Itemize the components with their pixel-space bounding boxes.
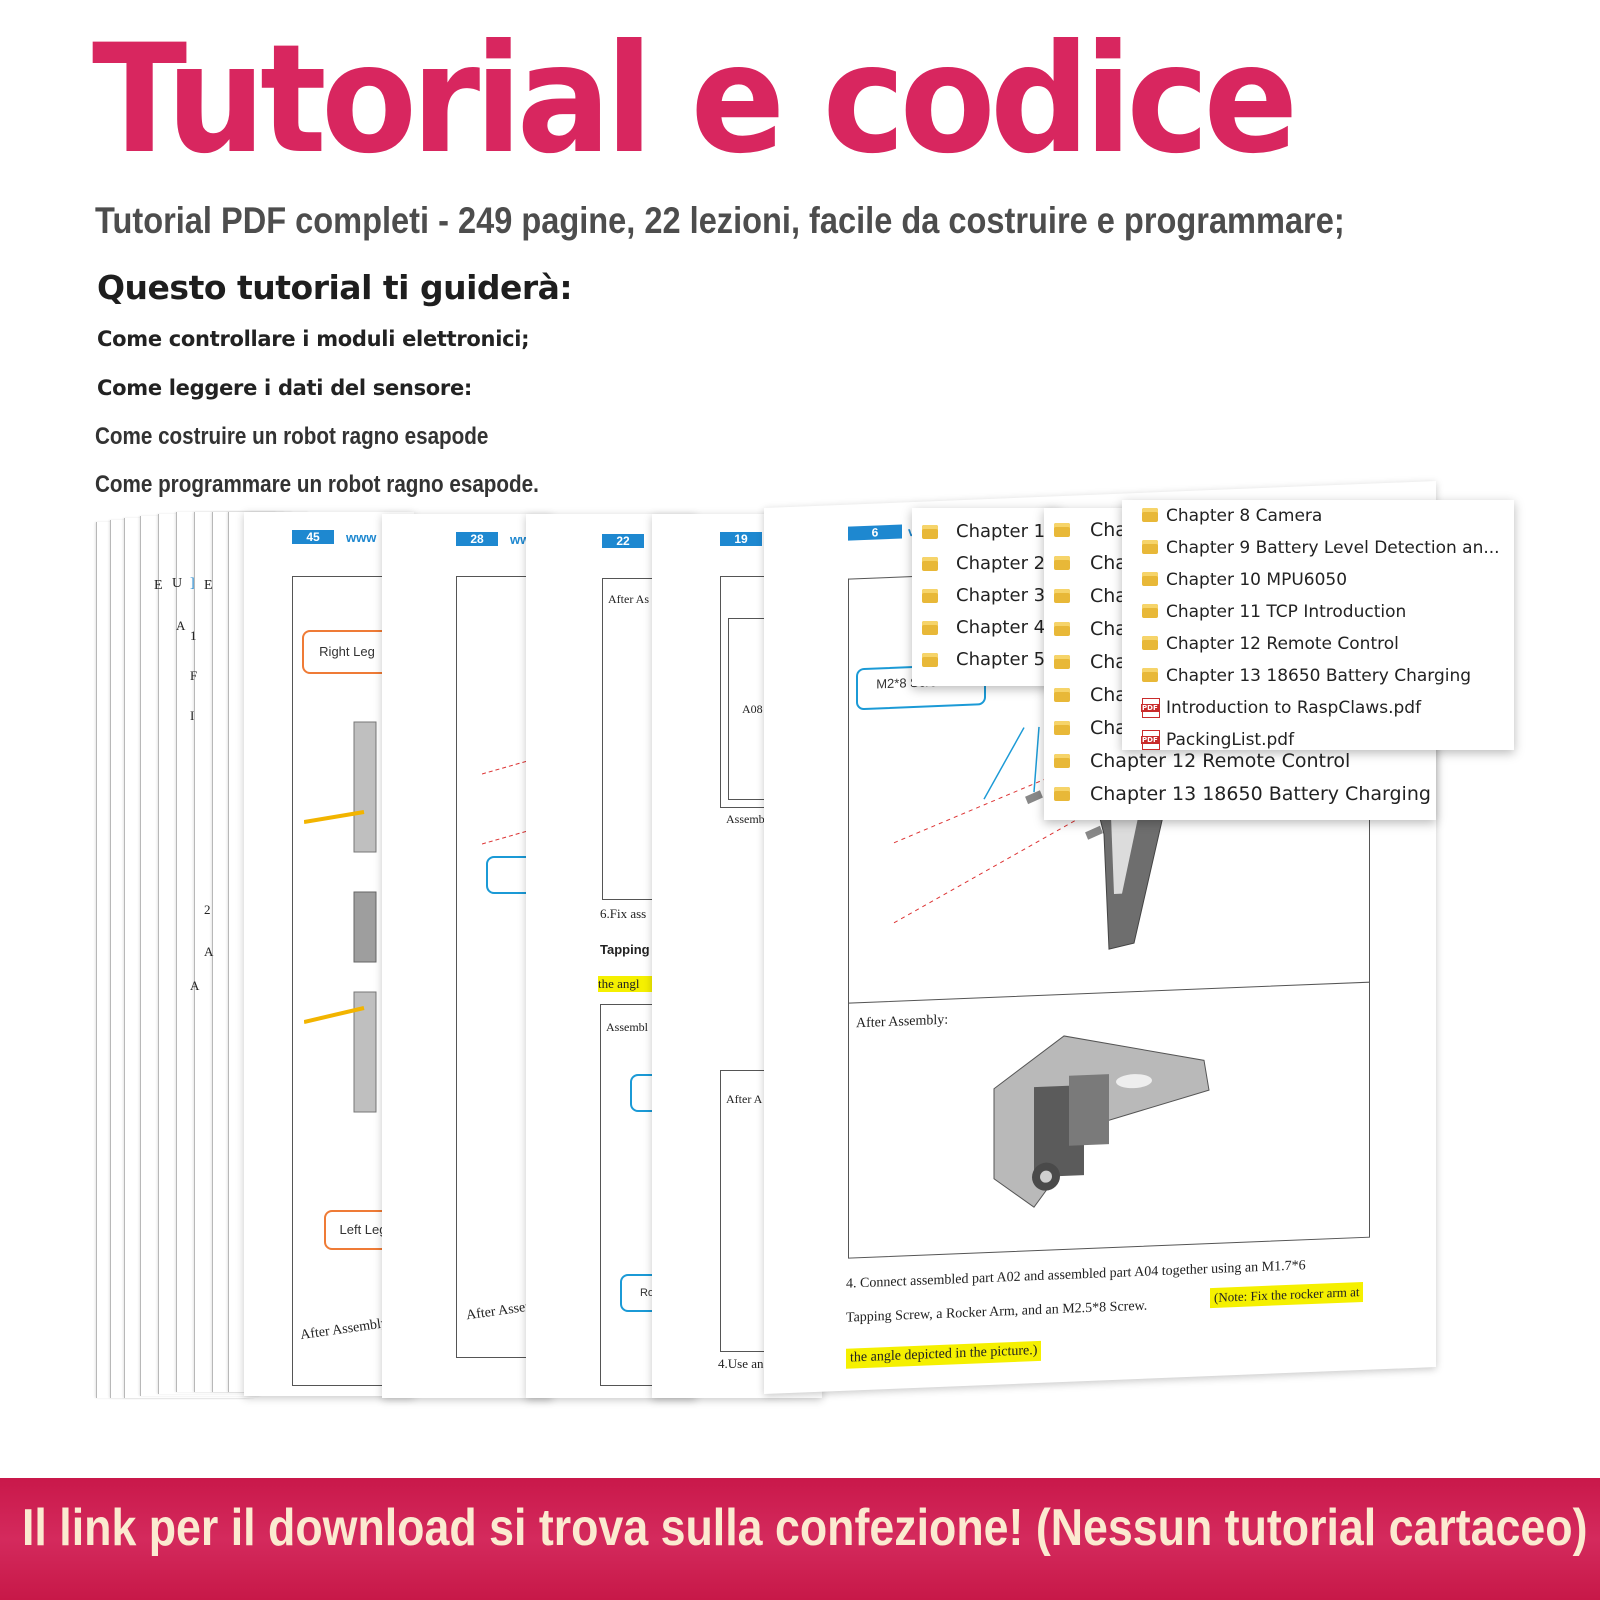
folder-item[interactable]: Chapter 11 TCP Introduction <box>1142 598 1514 630</box>
folder-list-window: Chapter 8 Camera Chapter 9 Battery Level… <box>1122 500 1514 750</box>
guide-item: Come costruire un robot ragno esapode <box>95 423 489 450</box>
edge-letter: ] <box>190 576 195 591</box>
subtitle: Tutorial PDF completi - 249 pagine, 22 l… <box>95 200 1345 241</box>
note-highlight: the angle depicted in the picture.) <box>846 1340 1042 1369</box>
folder-icon <box>1142 668 1158 682</box>
guide-heading: Questo tutorial ti guiderà: <box>97 268 573 307</box>
folder-icon <box>1054 622 1070 636</box>
edge-letter: E <box>154 578 163 593</box>
edge-letter: F <box>190 668 198 683</box>
page-number: 45 <box>292 530 334 544</box>
folder-icon <box>1054 754 1070 768</box>
after-assembly-label: After As <box>608 592 649 606</box>
right-leg-label: Right Leg <box>302 630 392 674</box>
folder-icon <box>1054 655 1070 669</box>
folder-icon <box>922 653 938 667</box>
folder-icon <box>922 525 938 539</box>
page-url: ww <box>510 532 531 547</box>
folder-item[interactable]: Chapter 13 18650 Battery Charging <box>1054 778 1436 811</box>
folder-item[interactable]: Chapter 12 Remote Control <box>1142 630 1514 662</box>
folder-icon <box>1142 636 1158 650</box>
folder-icon <box>922 557 938 571</box>
edge-letter: A <box>190 978 200 993</box>
folder-list-window: Chapter 1 F Chapter 2 F Chapter 3 F Chap… <box>912 508 1060 686</box>
edge-letter: U <box>172 576 183 591</box>
folder-icon <box>1142 604 1158 618</box>
folder-icon <box>922 621 938 635</box>
download-banner-text: Il link per il download si trova sulla c… <box>22 1499 1588 1557</box>
leg-assembly-drawing <box>304 721 377 1113</box>
page-number: 28 <box>456 532 498 546</box>
edge-letter: A <box>176 618 186 633</box>
folder-item[interactable]: Chapter 2 F <box>922 548 1060 580</box>
folder-item[interactable]: Chapter 4 L <box>922 612 1060 644</box>
folder-item[interactable]: Chapter 9 Battery Level Detection an... <box>1142 534 1514 566</box>
note-highlight: the angl <box>598 976 668 992</box>
folder-item[interactable]: Chapter 12 Remote Control <box>1054 745 1436 778</box>
edge-letter: E <box>204 578 213 593</box>
page-url: www <box>346 530 377 545</box>
folder-icon <box>1054 787 1070 801</box>
folder-icon <box>1054 688 1070 702</box>
folder-item[interactable]: Chapter 3 F <box>922 580 1060 612</box>
guide-item: Come programmare un robot ragno esapode. <box>95 471 539 498</box>
folder-item[interactable]: Chapter 13 18650 Battery Charging <box>1142 662 1514 694</box>
page-number: 22 <box>602 534 644 548</box>
page-number: 6 <box>848 524 902 541</box>
folder-item[interactable]: Chapter 10 MPU6050 <box>1142 566 1514 598</box>
after-assembly-label: After A <box>726 1092 763 1106</box>
page-title: Tutorial e codice <box>92 13 1298 187</box>
guide-item: Come leggere i dati del sensore: <box>97 376 472 400</box>
folder-icon <box>1142 572 1158 586</box>
download-banner: Il link per il download si trova sulla c… <box>0 1478 1600 1600</box>
assembly-label: Assembl <box>606 1020 648 1034</box>
pdf-file-icon: PDF <box>1141 698 1160 718</box>
screw-guide-lines <box>482 753 553 845</box>
folder-item[interactable]: Chapter 5 E <box>922 644 1060 676</box>
edge-letter: 1 <box>190 628 197 643</box>
folder-icon <box>1054 556 1070 570</box>
folder-icon <box>922 589 938 603</box>
assembly-label: Assembl <box>726 812 768 826</box>
edge-letter: A <box>204 944 214 959</box>
part-label: A08 <box>742 702 763 716</box>
tutorial-pages-illustration: E U ] E A 1 F I 2 A A 45 www Right Leg L… <box>0 481 1600 1460</box>
pdf-file-icon: PDF <box>1141 730 1160 750</box>
folder-icon <box>1054 589 1070 603</box>
folder-item[interactable]: Chapter 8 Camera <box>1142 502 1514 534</box>
step-instruction: Tapping Screw, a Rocker Arm, and an M2.5… <box>846 1298 1148 1326</box>
edge-letter: I <box>190 708 195 723</box>
page-number: 19 <box>720 532 762 546</box>
folder-icon <box>1054 523 1070 537</box>
note-highlight: (Note: Fix the rocker arm at <box>1210 1281 1364 1309</box>
guide-item: Come controllare i moduli elettronici; <box>97 327 530 351</box>
folder-icon <box>1054 721 1070 735</box>
step-text: 6.Fix ass <box>600 906 647 921</box>
edge-letter: 2 <box>204 902 211 917</box>
folder-icon <box>1142 540 1158 554</box>
rocker-arm-assembled-drawing <box>993 1035 1210 1208</box>
folder-icon <box>1142 508 1158 522</box>
step-text: 4.Use an <box>718 1356 764 1371</box>
folder-item[interactable]: Chapter 1 F <box>922 516 1060 548</box>
step-text-bold: Tapping <box>600 942 650 957</box>
